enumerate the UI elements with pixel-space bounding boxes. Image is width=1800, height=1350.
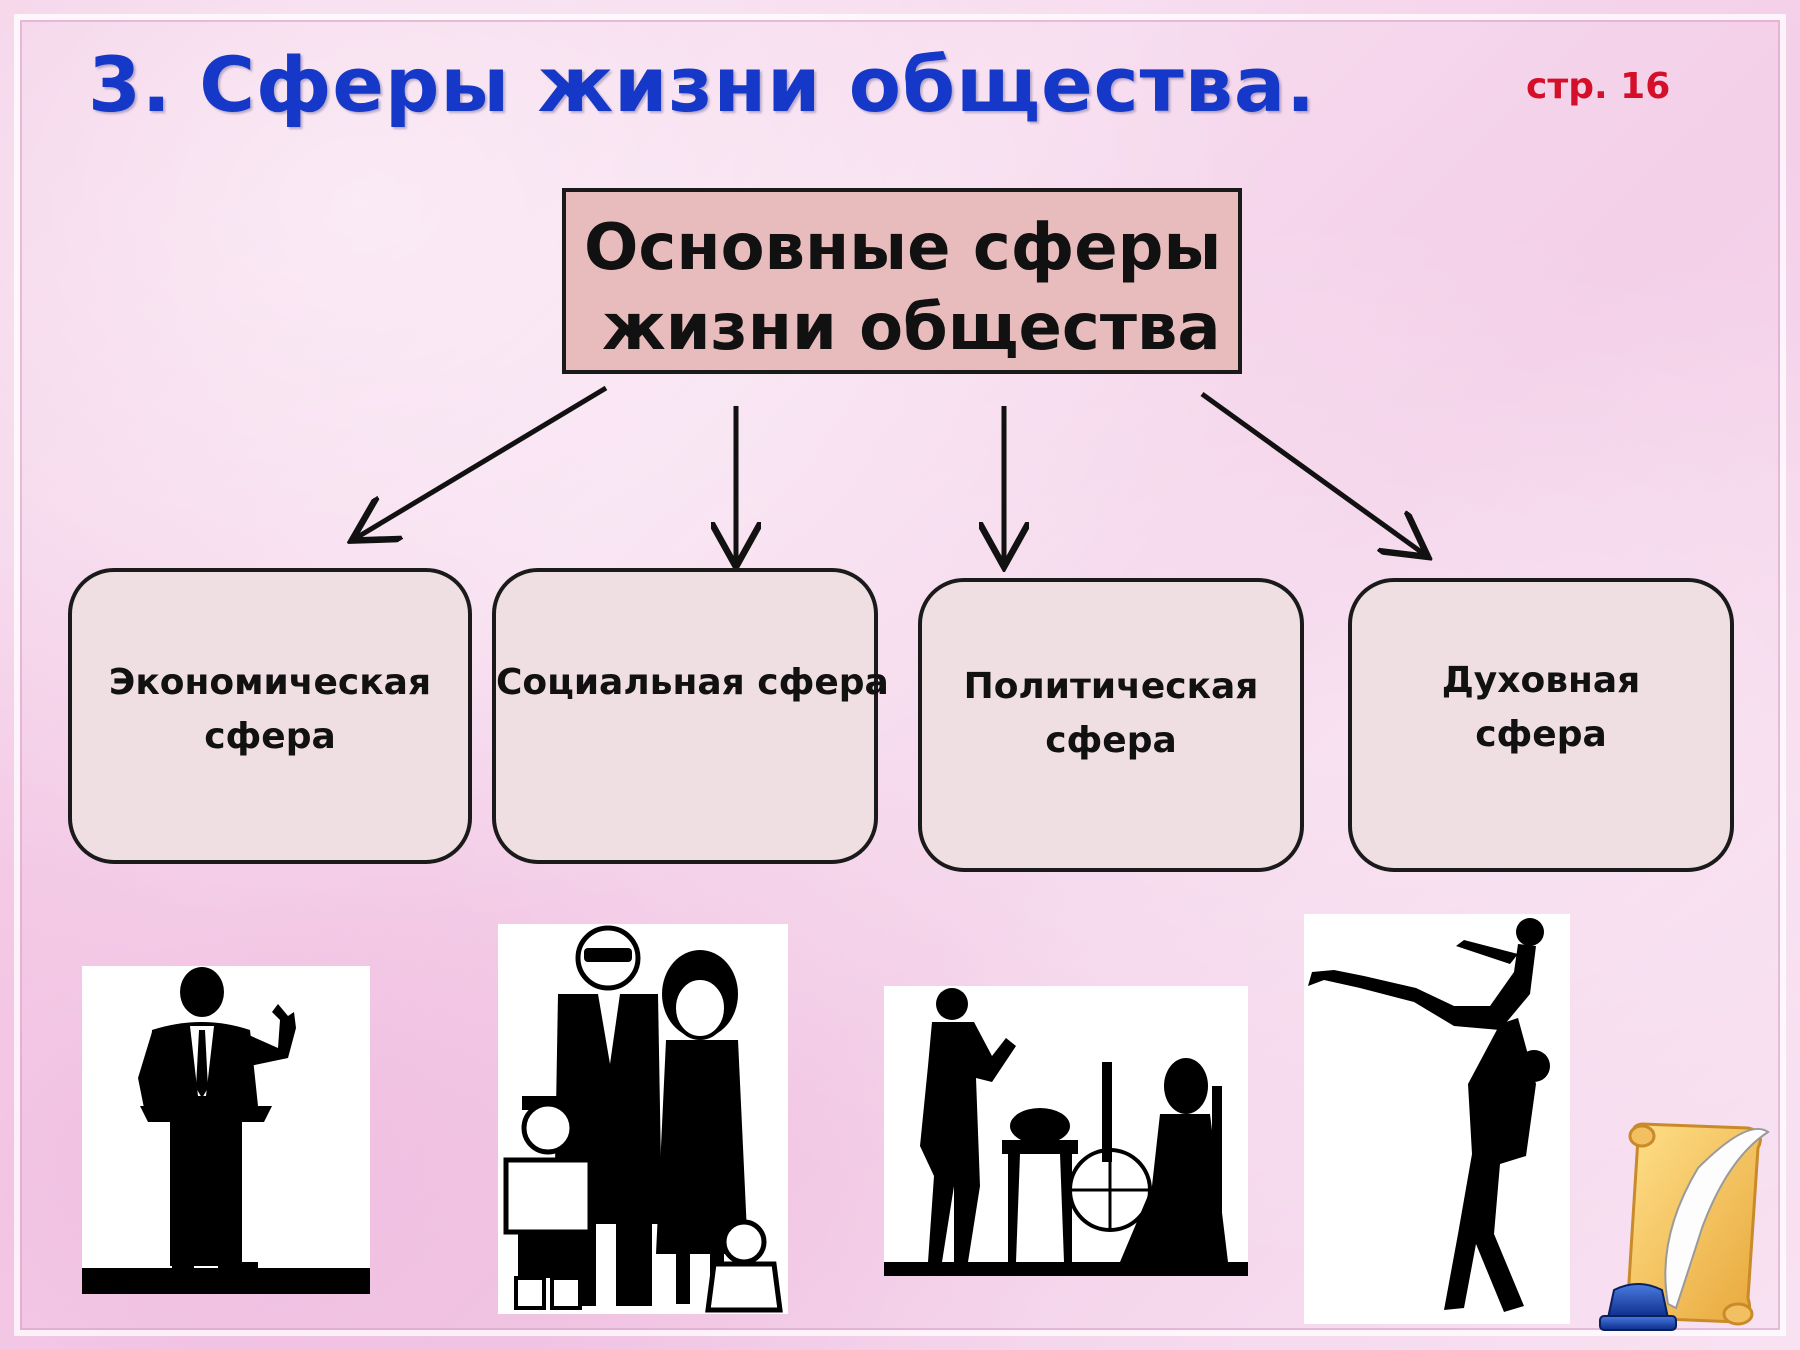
scroll-and-quill-icon xyxy=(1599,1122,1770,1331)
slide-title: 3. Сферы жизни общества. xyxy=(88,40,1316,129)
sphere-social: Социальная сфера xyxy=(492,568,889,864)
arrow-to-spiritual xyxy=(1200,391,1424,554)
dancing-couple-icon xyxy=(1304,914,1570,1324)
sphere-spiritual: Духовная сфера xyxy=(1348,578,1734,872)
sphere-political: Политическая сфера xyxy=(918,578,1304,872)
sphere-political-line-1: Политическая xyxy=(963,666,1259,707)
sphere-political-line-2: сфера xyxy=(1045,720,1177,761)
reading-scene-icon xyxy=(884,986,1248,1276)
arrow-to-economic xyxy=(356,385,608,538)
root-node-line-1: Основные сферы xyxy=(584,211,1222,285)
sphere-economic-line-2: сфера xyxy=(204,716,336,757)
page-reference: стр. 16 xyxy=(1526,66,1671,107)
root-node: Основные сферы жизни общества xyxy=(562,188,1242,374)
sphere-economic-line-1: Экономическая xyxy=(108,662,432,703)
sphere-social-line-1: Социальная сфера xyxy=(496,662,889,703)
speaker-at-podium-icon xyxy=(82,966,370,1294)
family-group-icon xyxy=(498,924,788,1314)
sphere-spiritual-line-1: Духовная xyxy=(1441,660,1641,701)
root-node-line-2: жизни общества xyxy=(602,291,1221,365)
sphere-economic: Экономическая сфера xyxy=(68,568,472,864)
sphere-spiritual-line-2: сфера xyxy=(1475,714,1607,755)
